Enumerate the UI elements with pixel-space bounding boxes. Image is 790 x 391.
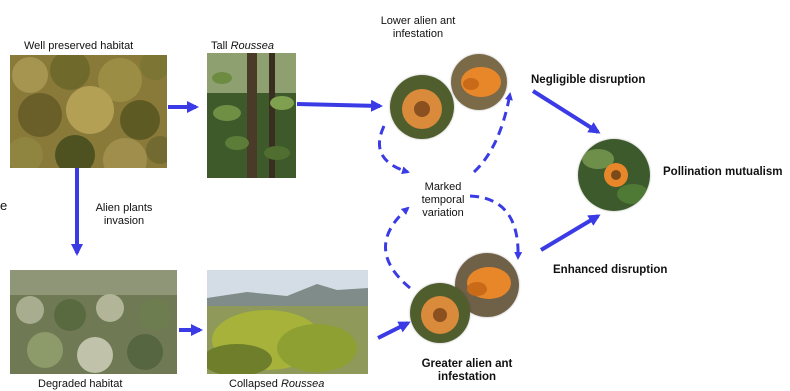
arrow-collapsed-to-greater-ant xyxy=(377,321,411,340)
marked-temporal-variation-label: Marked temporal variation xyxy=(421,181,465,219)
arrow-negligible-to-pollination xyxy=(531,89,601,134)
tall-roussea-label: Tall Roussea xyxy=(211,40,274,52)
dashed-arrow-greater-to-marked xyxy=(384,206,411,290)
well-preserved-label: Well preserved habitat xyxy=(24,40,134,52)
arrow-enhanced-to-pollination xyxy=(539,214,601,252)
pollination-mutualism-label: Pollination mutualism xyxy=(663,166,783,178)
dashed-arrow-lower-to-marked xyxy=(378,125,410,175)
greater-ant-flower-photo-2 xyxy=(410,283,470,343)
well-preserved-habitat-photo xyxy=(10,55,167,168)
lower-ant-flower-photo-1 xyxy=(390,75,454,139)
lower-ant-flower-photo-2 xyxy=(451,54,507,110)
cut-off-letter: e xyxy=(0,198,8,213)
degraded-habitat-label: Degraded habitat xyxy=(38,378,123,390)
negligible-disruption-label: Negligible disruption xyxy=(531,74,646,86)
dashed-arrow-marked-to-lower xyxy=(472,92,513,174)
collapsed-roussea-label: Collapsed Roussea xyxy=(229,378,325,390)
enhanced-disruption-label: Enhanced disruption xyxy=(553,264,668,276)
arrow-tall-to-lower-ant xyxy=(296,99,383,112)
greater-ant-label: Greater alien ant infestation xyxy=(421,358,513,383)
alien-plants-invasion-label: Alien plants invasion xyxy=(95,202,153,227)
collapsed-roussea-photo xyxy=(207,270,368,374)
pollination-photo xyxy=(578,139,650,211)
tall-roussea-photo xyxy=(207,53,296,178)
degraded-habitat-photo xyxy=(10,270,177,374)
dashed-arrow-marked-to-greater xyxy=(469,194,523,260)
lower-ant-label: Lower alien ant infestation xyxy=(380,15,456,40)
